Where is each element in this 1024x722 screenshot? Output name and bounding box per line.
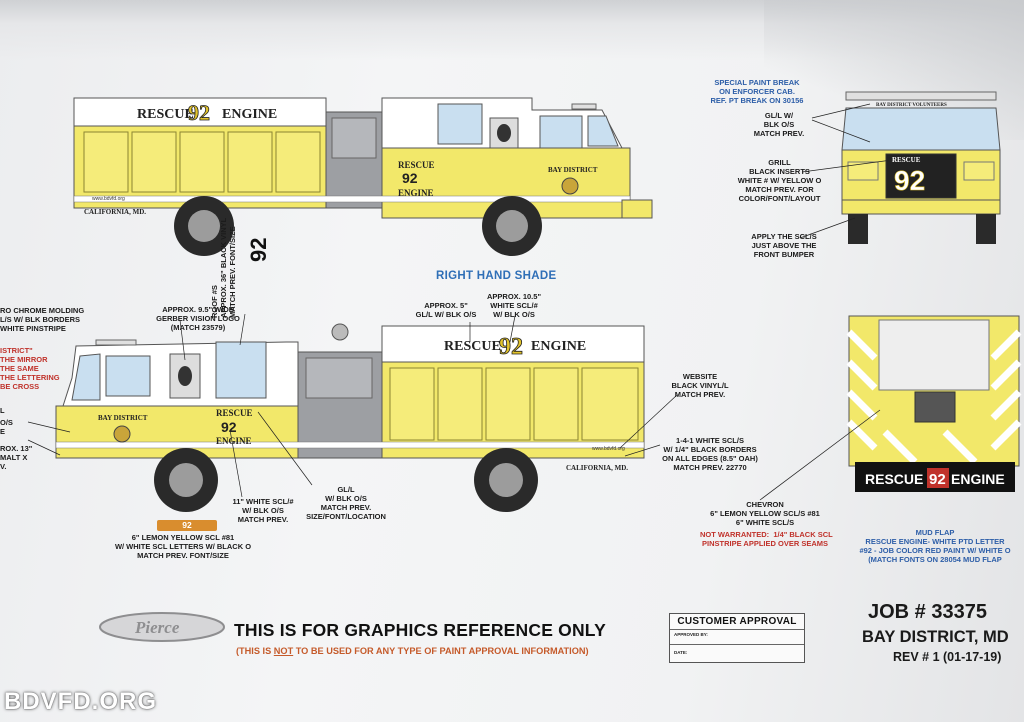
note-scl-above-bumper: APPLY THE SCL/S JUST ABOVE THE FRONT BUM… [751,232,817,259]
top-location-text: CALIFORNIA, MD. [84,208,146,216]
note-left-approx: ROX. 13" MALT X V. [0,444,33,471]
note-mud-flap: MUD FLAP RESCUE ENGINE- WHITE PTD LETTER… [859,528,1011,564]
bottom-door-number-text: 92 [221,419,237,435]
note-special-paint: SPECIAL PAINT BREAK ON ENFORCER CAB. REF… [710,78,804,105]
watermark: BDVFD.ORG [4,688,157,715]
front-header-text: BAY DISTRICT VOLUNTEERS [876,103,947,108]
right-hand-shade-heading: RIGHT HAND SHADE [436,270,557,282]
side-district-text: BAY DISTRICT [548,166,598,174]
note-approx-10-5: APPROX. 10.5" WHITE SCL/# W/ BLK O/S [487,292,541,319]
rear-rescue-text: RESCUE [865,471,923,487]
top-rescue-text: RESCUE [137,107,194,122]
truck-rear-view: RESCUE 92 ENGINE [845,312,1024,508]
approved-by-label: APPROVED BY: [674,632,708,637]
job-number: JOB # 33375 [868,601,987,623]
bottom-website-text: www.bdvfd.org [592,446,625,452]
top-engine-text: ENGINE [222,107,277,122]
pierce-logo-text: Pierce [134,618,180,637]
note-lemon-yellow: 6" LEMON YELLOW SCL #81 W/ WHITE SCL LET… [114,533,252,560]
front-rescue-text: RESCUE [892,156,921,164]
note-approx-5: APPROX. 5" GL/L W/ BLK O/S [415,301,477,319]
bottom-district-text: BAY DISTRICT [98,414,148,422]
revision: REV # 1 (01-17-19) [893,650,1002,664]
color-swatch: 92 [157,520,217,531]
note-grill: GRILL BLACK INSERTS WHITE # W/ YELLOW O … [737,158,822,203]
date-label: DATE: [674,650,688,655]
note-roof: ROOF #S APPROX. 36" BLACK VINYL MATCH PR… [210,217,237,318]
note-gerber-logo: APPROX. 9.5" WIDE GERBER VISION LOGO (MA… [156,305,240,332]
door-engine-text: ENGINE [398,188,434,198]
bottom-engine-text: ENGINE [531,339,586,354]
bottom-number-text: 92 [499,334,523,360]
front-number-text: 92 [894,165,925,196]
note-chrome-molding: RO CHROME MOLDING L/S W/ BLK BORDERS WHI… [0,306,85,333]
truck-left-side-view: RESCUE 92 ENGINE RESCUE 92 ENGINE BAY DI… [62,88,662,258]
graphics-reference-title: THIS IS FOR GRAPHICS REFERENCE ONLY [234,620,606,640]
graphics-warning: (THIS IS NOT TO BE USED FOR ANY TYPE OF … [236,646,589,656]
bottom-door-rescue-text: RESCUE [216,408,253,418]
note-scl-141: 1-4-1 WHITE SCL/S W/ 1/4" BLACK BORDERS … [662,436,758,472]
note-district-red: ISTRICT" THE MIRROR THE SAME THE LETTERI… [0,346,60,391]
note-white-11: 11" WHITE SCL/# W/ BLK O/S MATCH PREV. [232,497,294,524]
bottom-door-engine-text: ENGINE [216,436,252,446]
note-not-warranted: NOT WARRANTED: 1/4" BLACK SCL PINSTRIPE … [700,530,833,548]
note-left-l: L [0,406,5,415]
district-name: BAY DISTRICT, MD [862,628,1009,646]
door-rescue-text: RESCUE [398,160,435,170]
door-number-text: 92 [402,170,418,186]
roof-number: 92 [246,237,271,262]
truck-front-view: BAY DISTRICT VOLUNTEERS RESCUE 92 [836,86,1011,251]
rear-engine-text: ENGINE [951,471,1005,487]
top-website-text: www.bdvfd.org [92,196,125,202]
note-front-gll: GL/L W/ BLK O/S MATCH PREV. [753,111,805,138]
note-chevron: CHEVRON 6" LEMON YELLOW SCL/S #81 6" WHI… [710,500,820,527]
rear-number-text: 92 [929,471,946,488]
note-gll-size: GL/L W/ BLK O/S MATCH PREV. SIZE/FONT/LO… [306,485,386,521]
customer-approval-title: CUSTOMER APPROVAL [677,616,797,627]
bottom-location-text: CALIFORNIA, MD. [566,464,628,472]
bottom-rescue-text: RESCUE [444,339,501,354]
customer-approval-box: CUSTOMER APPROVAL APPROVED BY: DATE: [669,613,805,663]
note-website: WEBSITE BLACK VINYL/L MATCH PREV. [671,372,729,399]
note-left-os: O/S E [0,418,13,436]
pierce-logo: Pierce [99,612,225,642]
top-number-text: 92 [188,100,210,125]
